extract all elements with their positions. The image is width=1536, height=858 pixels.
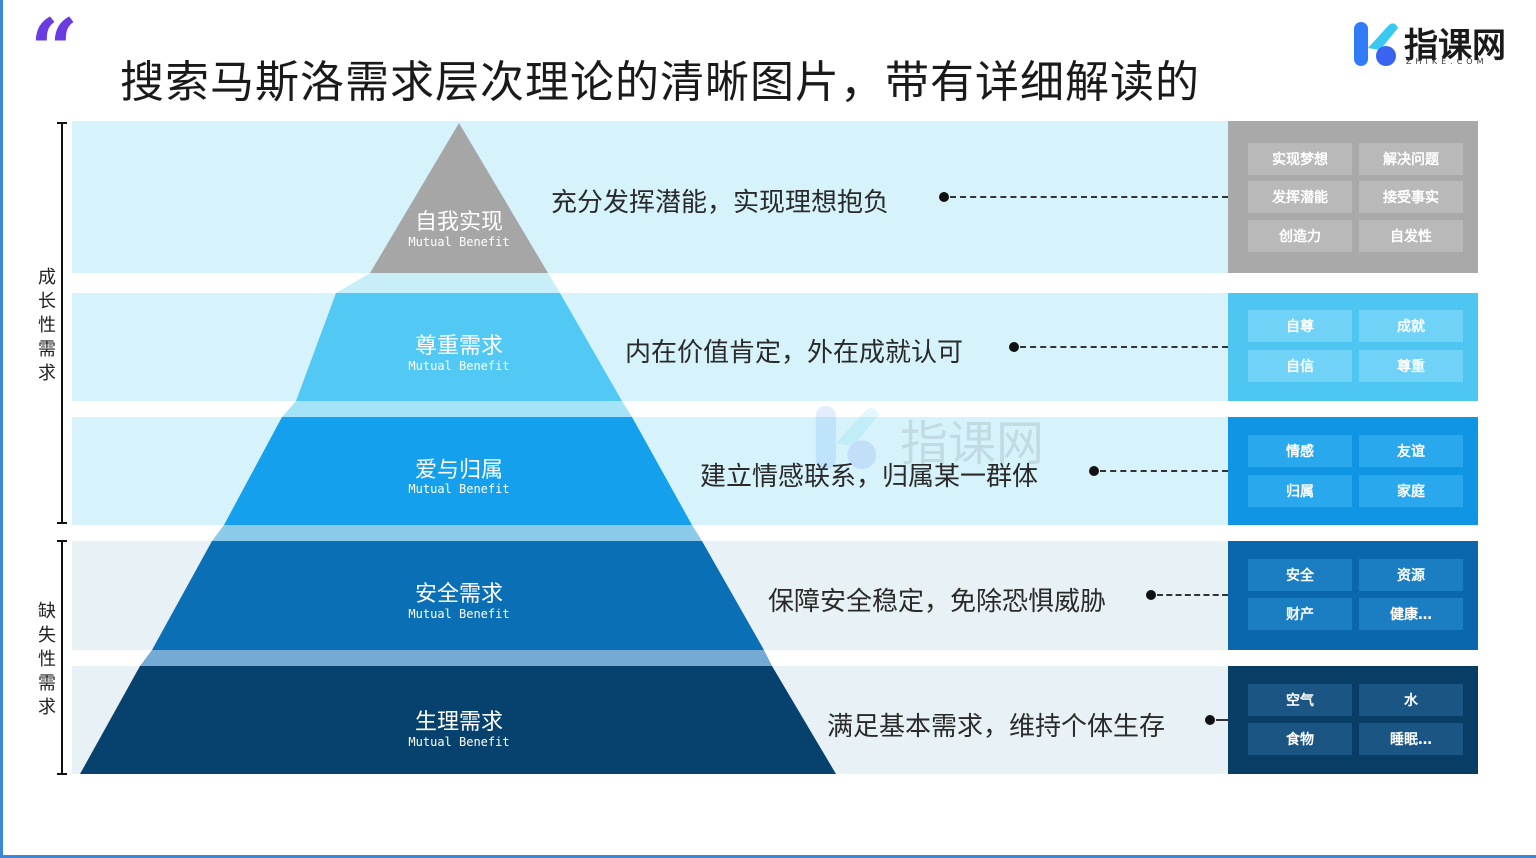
leader-dot	[1205, 715, 1215, 725]
pyramid-connector	[282, 401, 632, 417]
tag: 成就	[1359, 310, 1463, 342]
level-description: 满足基本需求，维持个体生存	[827, 712, 1166, 742]
level-description: 建立情感联系，归属某一群体	[700, 462, 1039, 492]
tags-panel-safety: 安全 资源 财产 健康…	[1228, 541, 1478, 650]
level-description: 内在价值肯定，外在成就认可	[625, 338, 964, 368]
leader-dot	[1009, 342, 1019, 352]
tag: 尊重	[1359, 350, 1463, 382]
quote-icon: “	[30, 0, 79, 99]
leader-dot	[1089, 466, 1099, 476]
tag: 水	[1359, 684, 1463, 716]
pyramid-level-esteem	[296, 293, 622, 401]
bracket-cap	[57, 522, 67, 524]
tag: 自发性	[1359, 220, 1463, 252]
pyramid-level-self-actualization	[370, 123, 548, 273]
window-frame-left	[0, 0, 3, 858]
pyramid-level-physiological	[80, 666, 836, 774]
tag: 家庭	[1359, 475, 1463, 507]
tag: 情感	[1248, 435, 1352, 467]
level-name: 尊重需求	[414, 334, 503, 359]
pyramid-connector	[212, 525, 702, 541]
pyramid-connector	[336, 273, 560, 293]
leader-line	[950, 196, 1228, 198]
leader-dot	[939, 192, 949, 202]
tag: 财产	[1248, 598, 1352, 630]
tag: 发挥潜能	[1248, 181, 1352, 213]
deficiency-needs-label: 缺失性需求	[38, 601, 56, 718]
window-frame-bottom	[0, 855, 1536, 858]
level-description: 保障安全稳定，免除恐惧威胁	[768, 587, 1107, 617]
tags-panel-physiological: 空气 水 食物 睡眠…	[1228, 666, 1478, 774]
tag: 接受事实	[1359, 181, 1463, 213]
zhike-logo-icon	[1354, 22, 1398, 66]
tag: 食物	[1248, 723, 1352, 755]
tag: 空气	[1248, 684, 1352, 716]
level-subtitle: Mutual Benefit	[408, 607, 510, 621]
tags-panel-esteem: 自尊 成就 自信 尊重	[1228, 293, 1478, 401]
watermark-text: 指课网	[900, 416, 1045, 472]
leader-line	[1157, 594, 1228, 596]
level-name: 生理需求	[414, 710, 503, 735]
pyramid-connector	[140, 650, 772, 666]
level-name: 爱与归属	[414, 458, 503, 483]
tag: 解决问题	[1359, 143, 1463, 175]
tag: 自信	[1248, 350, 1352, 382]
level-subtitle: Mutual Benefit	[408, 235, 510, 249]
bracket-cap	[57, 773, 67, 775]
tag: 资源	[1359, 559, 1463, 591]
tag: 自尊	[1248, 310, 1352, 342]
level-subtitle: Mutual Benefit	[408, 359, 510, 373]
leader-line	[1100, 470, 1228, 472]
tag: 健康…	[1359, 598, 1463, 630]
page-title: 搜索马斯洛需求层次理论的清晰图片，带有详细解读的	[120, 57, 1200, 108]
growth-needs-label: 成长性需求	[38, 267, 56, 384]
growth-bracket	[61, 123, 63, 523]
level-subtitle: Mutual Benefit	[408, 482, 510, 496]
logo-text: 指课网	[1404, 26, 1506, 66]
tag: 友谊	[1359, 435, 1463, 467]
logo-subtitle: ZHIKE.COM	[1406, 57, 1488, 66]
level-name: 安全需求	[414, 582, 503, 607]
watermark: 指课网	[810, 400, 1044, 476]
level-description: 充分发挥潜能，实现理想抱负	[551, 188, 890, 218]
watermark-logo-icon	[815, 405, 880, 470]
tags-panel-self-actualization: 实现梦想 解决问题 发挥潜能 接受事实 创造力 自发性	[1228, 121, 1478, 273]
level-name: 自我实现	[414, 210, 503, 235]
tags-panel-love: 情感 友谊 归属 家庭	[1228, 417, 1478, 525]
pyramid-level-safety	[152, 541, 764, 650]
tag: 实现梦想	[1248, 143, 1352, 175]
leader-dot	[1146, 590, 1156, 600]
deficiency-bracket	[61, 541, 63, 773]
brand-logo: 指课网 ZHIKE.COM	[1350, 18, 1520, 70]
leader-line	[1216, 719, 1228, 721]
leader-line	[1020, 346, 1228, 348]
pyramid-level-love	[224, 417, 692, 525]
tag: 归属	[1248, 475, 1352, 507]
tag: 睡眠…	[1359, 723, 1463, 755]
level-subtitle: Mutual Benefit	[408, 735, 510, 749]
tag: 安全	[1248, 559, 1352, 591]
tag: 创造力	[1248, 220, 1352, 252]
